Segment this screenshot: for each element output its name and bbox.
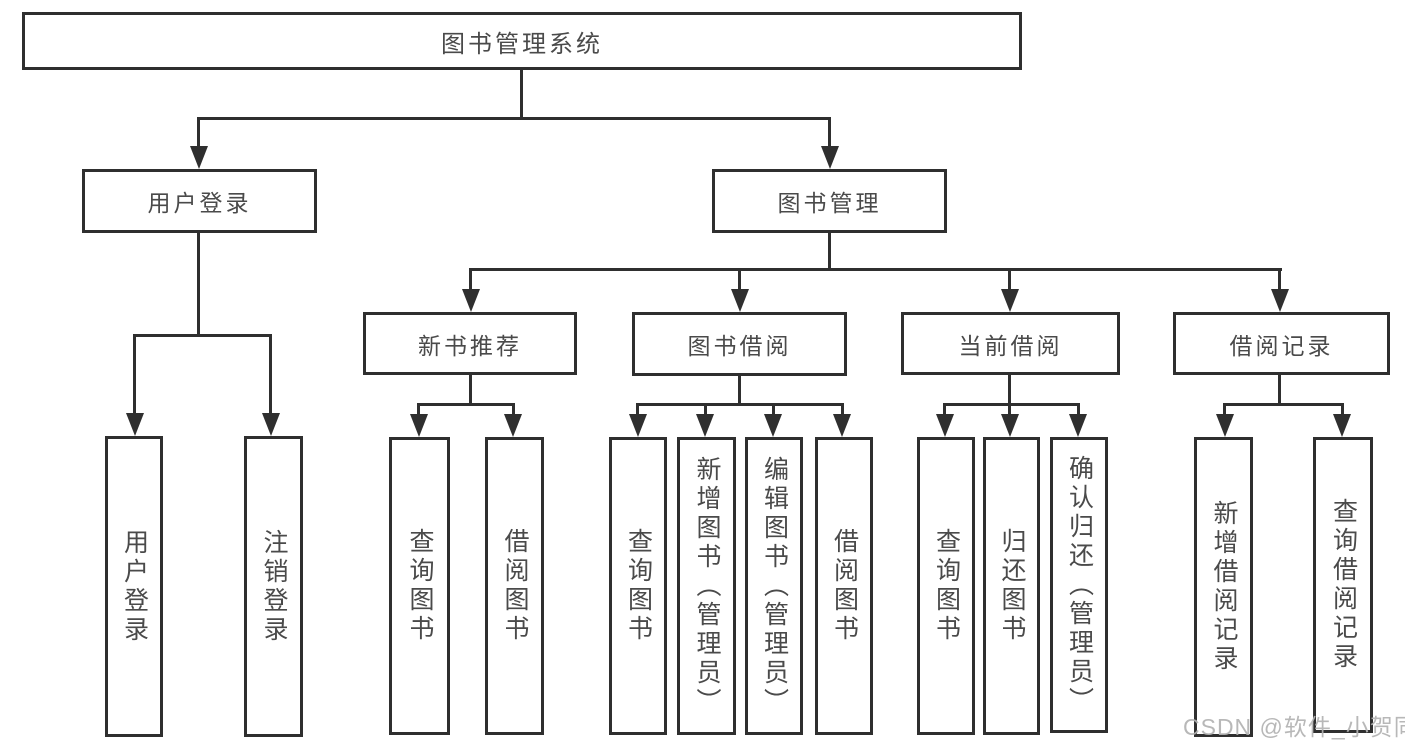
- arrow-down-icon: [1001, 289, 1019, 312]
- arrow-down-icon: [1271, 289, 1289, 312]
- leaf-label: 用户登录: [120, 528, 149, 645]
- leaf-add-books-admin: 新增图书（管理员）: [677, 437, 736, 735]
- leaf-edit-books-admin: 编辑图书（管理员）: [745, 437, 803, 735]
- connector-leaf-drop: [1223, 403, 1226, 416]
- arrow-down-icon: [504, 414, 522, 437]
- connector-user-stem: [197, 233, 200, 336]
- leaf-label: 查询图书: [406, 528, 434, 644]
- arrow-down-icon: [821, 146, 839, 169]
- connector-user-rail: [133, 334, 272, 337]
- arrow-down-icon: [410, 414, 428, 437]
- connector-borrow-rail: [636, 403, 844, 406]
- leaf-label: 新增图书（管理员）: [693, 455, 721, 717]
- connector-user-leaf2-drop: [269, 334, 272, 416]
- leaf-borrow-books: 借阅图书: [815, 437, 873, 735]
- node-book-borrowing: 图书借阅: [632, 312, 847, 376]
- connector-newbook-stem: [469, 375, 472, 405]
- connector-leaf-drop: [1008, 403, 1011, 416]
- connector-borrow-stem: [738, 375, 741, 405]
- connector-root-stem: [520, 69, 523, 119]
- node-new-book-recommend: 新书推荐: [363, 312, 577, 375]
- leaf-confirm-return-admin: 确认归还（管理员）: [1050, 437, 1108, 733]
- node-user-login: 用户登录: [82, 169, 317, 233]
- connector-bookmgmt-rail: [469, 268, 1282, 271]
- leaf-borrow-books: 借阅图书: [485, 437, 544, 735]
- arrow-down-icon: [1216, 414, 1234, 437]
- arrow-down-icon: [696, 414, 714, 437]
- connector-l3-drop: [1008, 268, 1011, 292]
- connector-l3-drop: [469, 268, 472, 292]
- leaf-label: 新增借阅记录: [1210, 500, 1238, 674]
- node-label: 图书管理系统: [441, 30, 603, 58]
- leaf-label: 查询借阅记录: [1329, 498, 1358, 672]
- leaf-label: 查询图书: [624, 528, 653, 644]
- leaf-label: 编辑图书（管理员）: [760, 455, 789, 717]
- leaf-label: 借阅图书: [501, 528, 529, 644]
- connector-user-login-drop: [197, 117, 200, 149]
- connector-records-stem: [1278, 375, 1281, 405]
- connector-current-rail: [943, 403, 1080, 406]
- leaf-query-books: 查询图书: [917, 437, 975, 735]
- connector-leaf-drop: [704, 403, 707, 416]
- leaf-user-login: 用户登录: [105, 436, 163, 737]
- leaf-query-borrow-record: 查询借阅记录: [1313, 437, 1373, 733]
- node-label: 当前借阅: [958, 332, 1063, 359]
- connector-leaf-drop: [1341, 403, 1344, 416]
- connector-leaf-drop: [943, 403, 946, 416]
- node-label: 新书推荐: [418, 332, 522, 359]
- arrow-down-icon: [764, 414, 782, 437]
- leaf-label: 注销登录: [260, 528, 288, 645]
- arrow-down-icon: [1333, 414, 1351, 437]
- connector-leaf-drop: [636, 403, 639, 416]
- leaf-label: 借阅图书: [830, 528, 859, 644]
- leaf-logout: 注销登录: [244, 436, 303, 737]
- connector-book-mgmt-drop: [828, 117, 831, 149]
- node-label: 借阅记录: [1229, 332, 1334, 359]
- node-library-system: 图书管理系统: [22, 12, 1022, 70]
- leaf-label: 查询图书: [932, 528, 961, 644]
- connector-user-leaf1-drop: [133, 334, 136, 416]
- node-borrow-records: 借阅记录: [1173, 312, 1390, 375]
- connector-leaf-drop: [417, 403, 420, 416]
- connector-current-stem: [1008, 375, 1011, 405]
- node-label: 图书管理: [777, 190, 882, 216]
- leaf-return-books: 归还图书: [983, 437, 1040, 735]
- connector-records-rail: [1223, 403, 1344, 406]
- arrow-down-icon: [936, 414, 954, 437]
- connector-l3-drop: [1278, 268, 1281, 292]
- arrow-down-icon: [1069, 414, 1087, 437]
- node-current-borrowing: 当前借阅: [901, 312, 1120, 375]
- leaf-query-books: 查询图书: [389, 437, 450, 735]
- arrow-down-icon: [731, 289, 749, 312]
- leaf-label: 确认归还（管理员）: [1065, 454, 1094, 716]
- arrow-down-icon: [1001, 414, 1019, 437]
- arrow-down-icon: [126, 413, 144, 436]
- connector-leaf-drop: [1077, 403, 1080, 416]
- connector-leaf-drop: [512, 403, 515, 416]
- arrow-down-icon: [262, 413, 280, 436]
- connector-leaf-drop: [841, 403, 844, 416]
- node-label: 用户登录: [147, 190, 252, 216]
- arrow-down-icon: [462, 289, 480, 312]
- arrow-down-icon: [190, 146, 208, 169]
- node-book-management: 图书管理: [712, 169, 947, 233]
- leaf-label: 归还图书: [998, 528, 1026, 644]
- connector-bookmgmt-stem: [828, 233, 831, 270]
- connector-leaf-drop: [772, 403, 775, 416]
- csdn-watermark: CSDN @软件_小贺同学: [1183, 714, 1405, 740]
- connector-newbook-rail: [417, 403, 515, 406]
- connector-root-rail: [197, 117, 831, 120]
- arrow-down-icon: [629, 414, 647, 437]
- node-label: 图书借阅: [687, 333, 792, 359]
- leaf-add-borrow-record: 新增借阅记录: [1194, 437, 1253, 737]
- arrow-down-icon: [833, 414, 851, 437]
- leaf-query-books: 查询图书: [609, 437, 667, 735]
- connector-l3-drop: [738, 268, 741, 292]
